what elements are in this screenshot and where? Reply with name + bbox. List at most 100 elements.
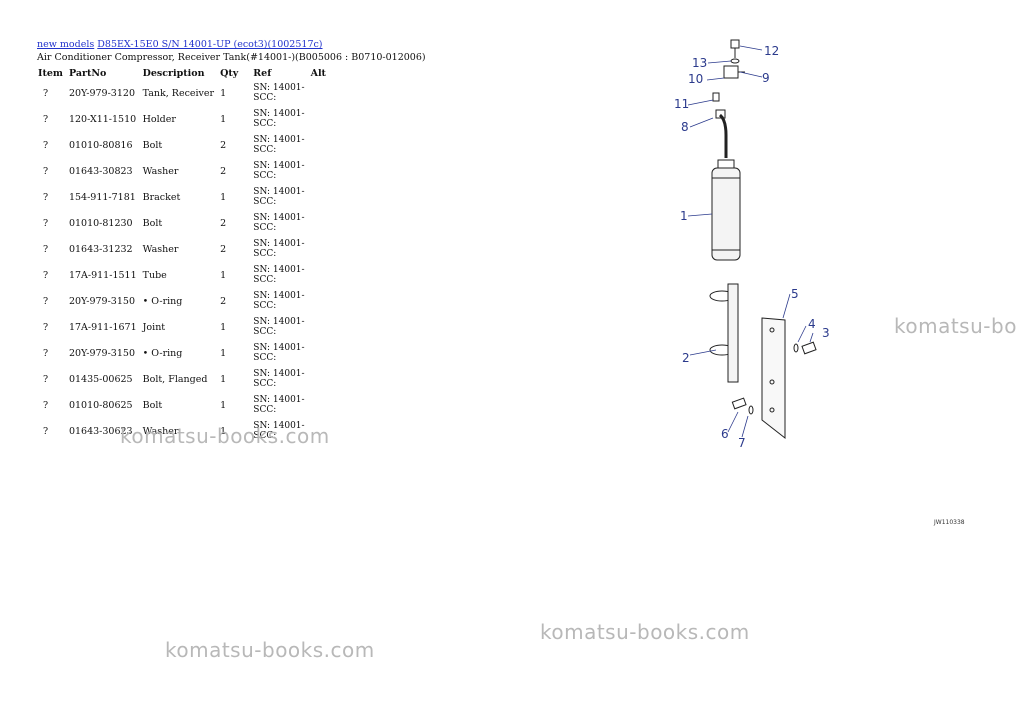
cell-partno: 01643-30623 bbox=[68, 425, 133, 437]
ref-scc: SCC: bbox=[253, 249, 277, 259]
cell-alt bbox=[308, 132, 329, 158]
cell-partno: 01010-80625 bbox=[68, 399, 133, 411]
callout-10: 10 bbox=[688, 72, 703, 86]
ref-sn: SN: 14001- bbox=[253, 291, 305, 301]
cell-alt bbox=[308, 262, 329, 288]
cell-ref: SN: 14001-SCC: bbox=[241, 314, 307, 340]
cell-partno: 20Y-979-3120 bbox=[68, 87, 135, 99]
ref-scc: SCC: bbox=[253, 93, 277, 103]
cell-ref: SN: 14001-SCC: bbox=[241, 418, 307, 444]
cell-partno: 17A-911-1511 bbox=[68, 269, 137, 281]
cell-description: Tank, Receiver bbox=[142, 87, 215, 99]
cell-qty: 2 bbox=[220, 295, 227, 307]
cell-item: ? bbox=[43, 113, 49, 125]
ref-sn: SN: 14001- bbox=[253, 83, 305, 93]
cell-alt bbox=[308, 158, 329, 184]
ref-scc: SCC: bbox=[253, 223, 277, 233]
cell-qty: 1 bbox=[220, 347, 227, 359]
cell-alt bbox=[308, 392, 329, 418]
watermark: komatsu-books.com bbox=[120, 424, 330, 448]
col-header-partno: PartNo bbox=[68, 67, 107, 79]
table-header-row: Item PartNo Description Qty Ref Alt bbox=[35, 66, 329, 80]
parts-table: Item PartNo Description Qty Ref Alt ?20Y… bbox=[35, 66, 329, 444]
ref-sn: SN: 14001- bbox=[253, 187, 305, 197]
callout-5: 5 bbox=[791, 287, 799, 301]
col-header-item: Item bbox=[38, 67, 63, 79]
ref-sn: SN: 14001- bbox=[253, 109, 305, 119]
cell-description: Bracket bbox=[142, 191, 181, 203]
cell-partno: 01643-30823 bbox=[68, 165, 133, 177]
ref-scc: SCC: bbox=[253, 145, 277, 155]
watermark: komatsu-bo bbox=[894, 314, 1017, 338]
watermark: komatsu-books.com bbox=[165, 638, 375, 662]
cell-partno: 20Y-979-3150 bbox=[68, 295, 135, 307]
cell-description: Washer bbox=[142, 425, 179, 437]
ref-sn: SN: 14001- bbox=[253, 317, 305, 327]
cell-partno: 01010-80816 bbox=[68, 139, 133, 151]
col-header-description: Description bbox=[142, 67, 205, 79]
cell-description: Joint bbox=[142, 321, 166, 333]
cell-ref: SN: 14001-SCC: bbox=[241, 288, 307, 314]
cell-qty: 2 bbox=[220, 243, 227, 255]
cell-item: ? bbox=[43, 191, 49, 203]
cell-description: Bolt bbox=[142, 139, 163, 151]
cell-alt bbox=[308, 366, 329, 392]
cell-description: Bolt bbox=[142, 399, 163, 411]
cell-alt bbox=[308, 314, 329, 340]
cell-item: ? bbox=[43, 399, 49, 411]
watermark: komatsu-books.com bbox=[540, 620, 750, 644]
ref-scc: SCC: bbox=[253, 431, 277, 441]
cell-description: Bolt, Flanged bbox=[142, 373, 208, 385]
cell-ref: SN: 14001-SCC: bbox=[241, 132, 307, 158]
breadcrumb-link-new-models[interactable]: new models bbox=[37, 39, 95, 50]
callout-11: 11 bbox=[674, 97, 689, 111]
parts-diagram: 1 2 3 4 5 6 7 8 9 10 11 12 13 bbox=[674, 39, 830, 450]
page-subtitle: Air Conditioner Compressor, Receiver Tan… bbox=[37, 52, 426, 63]
breadcrumb: new models D85EX-15E0 S/N 14001-UP (ecot… bbox=[37, 39, 323, 51]
ref-scc: SCC: bbox=[253, 119, 277, 129]
cell-item: ? bbox=[43, 139, 49, 151]
cell-item: ? bbox=[43, 347, 49, 359]
cell-partno: 154-911-7181 bbox=[68, 191, 136, 203]
cell-ref: SN: 14001-SCC: bbox=[241, 392, 307, 418]
diagram-code: JW110338 bbox=[934, 519, 965, 526]
ref-sn: SN: 14001- bbox=[253, 395, 305, 405]
cell-qty: 1 bbox=[220, 373, 227, 385]
cell-partno: 17A-911-1671 bbox=[68, 321, 137, 333]
table-row: ? 01643-30823 Washer 2 SN: 14001-SCC: bbox=[35, 158, 329, 184]
cell-ref: SN: 14001-SCC: bbox=[241, 262, 307, 288]
breadcrumb-link-model[interactable]: D85EX-15E0 S/N 14001-UP (ecot3)(1002517c… bbox=[97, 39, 323, 50]
col-header-ref: Ref bbox=[253, 67, 272, 79]
callout-13: 13 bbox=[692, 56, 707, 70]
ref-sn: SN: 14001- bbox=[253, 239, 305, 249]
ref-scc: SCC: bbox=[253, 171, 277, 181]
cell-partno: 01010-81230 bbox=[68, 217, 133, 229]
callout-2: 2 bbox=[682, 351, 690, 365]
callout-8: 8 bbox=[681, 120, 689, 134]
ref-sn: SN: 14001- bbox=[253, 161, 305, 171]
col-header-qty: Qty bbox=[220, 67, 239, 79]
cell-item: ? bbox=[43, 373, 49, 385]
ref-sn: SN: 14001- bbox=[253, 265, 305, 275]
cell-item: ? bbox=[43, 165, 49, 177]
callout-9: 9 bbox=[762, 71, 770, 85]
ref-sn: SN: 14001- bbox=[253, 213, 305, 223]
callout-4: 4 bbox=[808, 317, 816, 331]
cell-qty: 2 bbox=[220, 165, 227, 177]
cell-description: Bolt bbox=[142, 217, 163, 229]
cell-ref: SN: 14001-SCC: bbox=[241, 80, 307, 106]
cell-qty: 1 bbox=[220, 87, 227, 99]
ref-scc: SCC: bbox=[253, 301, 277, 311]
ref-scc: SCC: bbox=[253, 353, 277, 363]
callout-3: 3 bbox=[822, 326, 830, 340]
cell-qty: 1 bbox=[220, 425, 227, 437]
cell-ref: SN: 14001-SCC: bbox=[241, 366, 307, 392]
cell-description: Washer bbox=[142, 165, 179, 177]
